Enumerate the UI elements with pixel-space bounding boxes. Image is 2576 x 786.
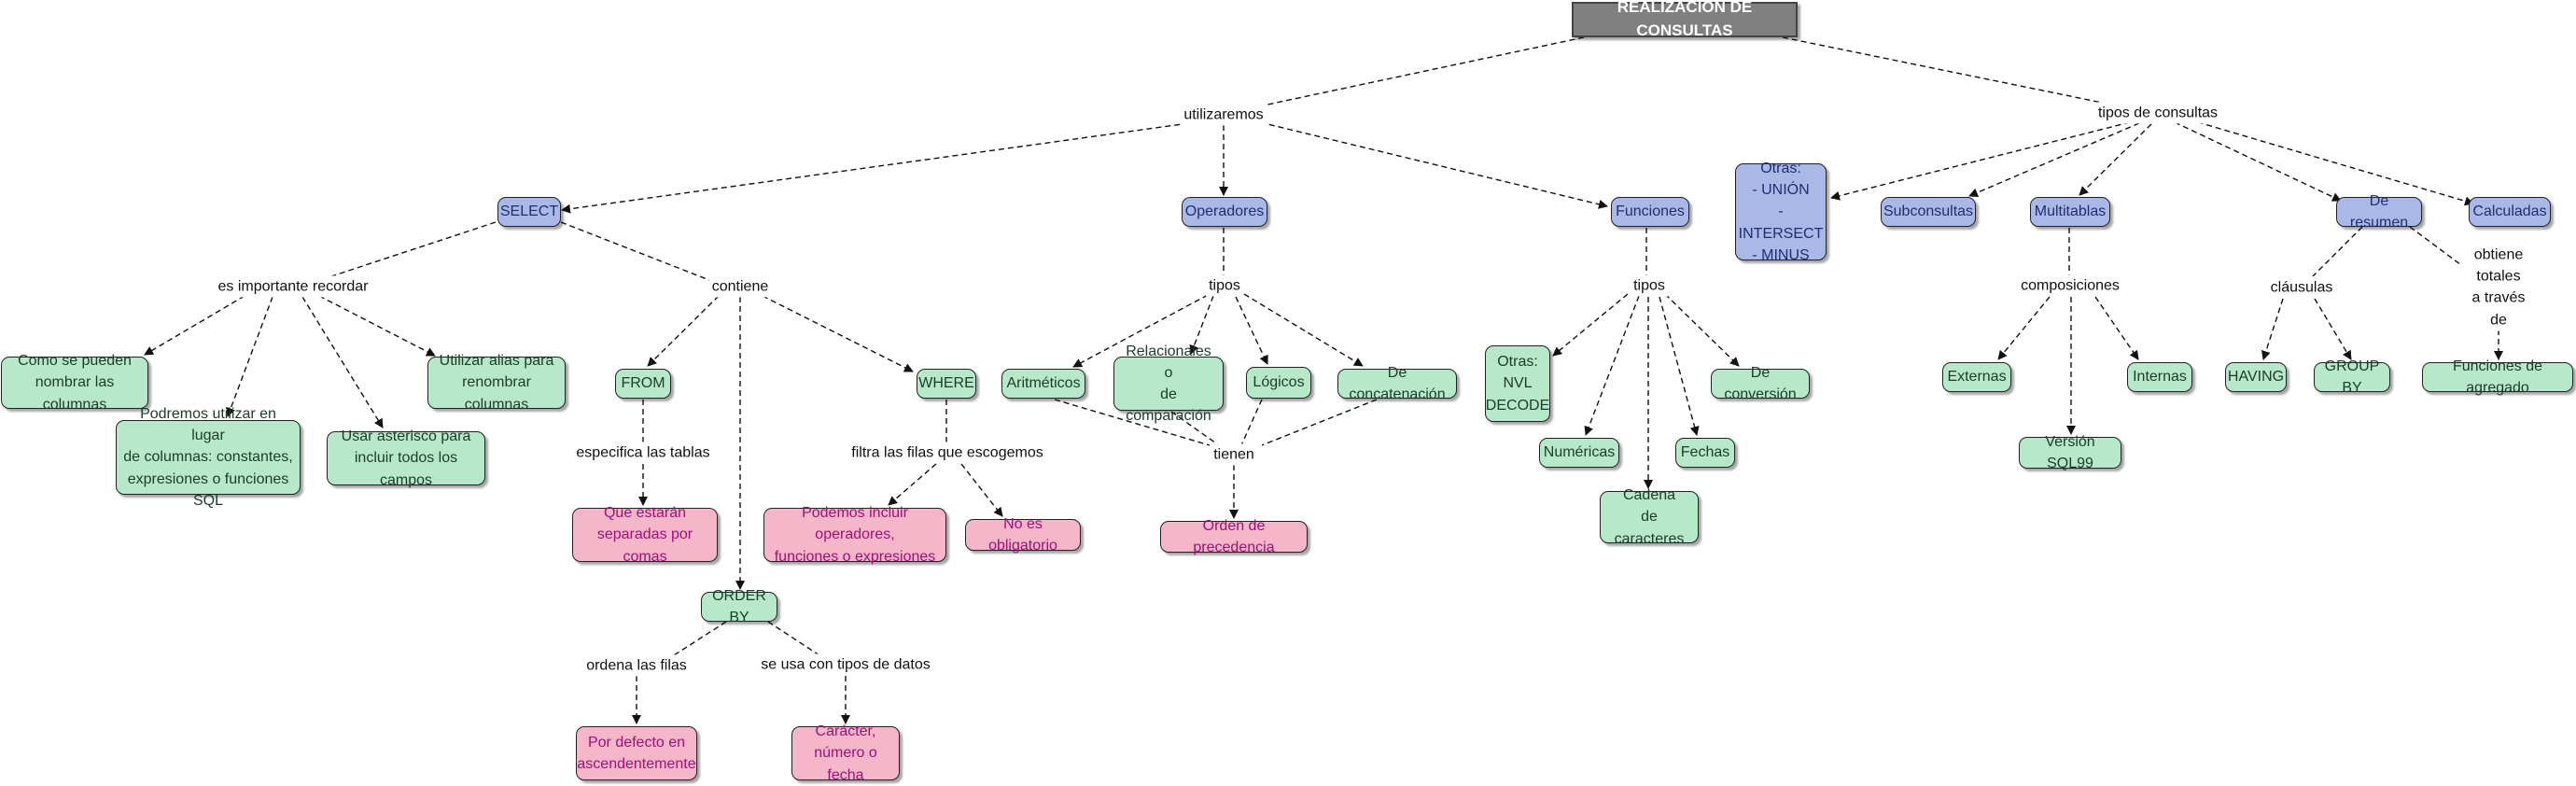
connector-line [301, 296, 384, 428]
connector-line [2079, 123, 2152, 196]
fechas-node[interactable]: Fechas [1675, 438, 1735, 468]
connector-line [1584, 295, 1640, 436]
podremos-utilizar-node[interactable]: Podremos utilizar en lugar de columnas: … [116, 406, 301, 509]
label-utilizaremos: utilizaremos [1181, 104, 1267, 126]
como-nombrar-node[interactable]: Como se pueden nombrar las columnas [1, 353, 148, 413]
cadena-node[interactable]: Cadena de caracteres [1600, 487, 1699, 547]
connector-line [1782, 36, 2112, 105]
label-tipos-consultas: tipos de consultas [2094, 102, 2221, 124]
connector-line [2409, 226, 2472, 274]
connector-line [1261, 399, 1378, 446]
group-by-node[interactable]: GROUP BY [2314, 358, 2390, 396]
internas-node[interactable]: Internas [2127, 362, 2192, 392]
utilizar-alias-node[interactable]: Utilizar alias para renombrar columnas [427, 353, 566, 413]
label-tipos-funciones: tipos [1631, 274, 1668, 297]
label-filtra-filas: filtra las filas que escogemos [848, 442, 1046, 464]
connector-line [2312, 226, 2363, 277]
label-tipos-operadores: tipos [1206, 274, 1243, 297]
connector-line [318, 295, 436, 357]
label-tienen: tienen [1211, 443, 1257, 466]
connector-line [1072, 294, 1209, 368]
de-resumen-node[interactable]: De resumen [2336, 193, 2422, 231]
connector-line [888, 463, 937, 506]
relacionales-node[interactable]: Relacionales o de comparación [1113, 344, 1224, 424]
usar-asterisco-node[interactable]: Usar asterisco para incluir todos los ca… [327, 428, 485, 488]
otras-funciones-node[interactable]: Otras: NVL DECODE [1485, 345, 1550, 422]
connector-line [1830, 121, 2131, 201]
connector-line [1659, 296, 1700, 436]
connector-line [2174, 121, 2342, 202]
connector-line [561, 122, 1190, 214]
connector-line [2314, 298, 2352, 360]
concatenacion-node[interactable]: De concatenación [1337, 365, 1457, 402]
connector-line [1259, 121, 1608, 209]
orden-precedencia-node[interactable]: Orden de precedencia [1160, 518, 1308, 555]
aritmeticos-node[interactable]: Aritméticos [1001, 369, 1085, 399]
connector-line [2094, 296, 2139, 360]
label-importante-recordar: es importante recordar [215, 275, 371, 298]
label-especifica-tablas: especifica las tablas [573, 442, 713, 464]
funciones-agregado-node[interactable]: Funciones de agregado [2422, 358, 2573, 396]
subconsultas-node[interactable]: Subconsultas [1881, 197, 1976, 227]
select-node[interactable]: SELECT [497, 197, 561, 227]
connector-line [1054, 399, 1211, 446]
connector-line [1968, 122, 2140, 198]
version-sql99-node[interactable]: Versión SQL99 [2019, 434, 2121, 471]
connector-line [1664, 293, 1740, 367]
connector-line [144, 295, 245, 356]
connector-line [1240, 399, 1263, 446]
connector-line [1267, 36, 1585, 105]
order-by-node[interactable]: ORDER BY [701, 588, 777, 625]
connector-line [1189, 295, 1214, 355]
logicos-node[interactable]: Lógicos [1246, 367, 1311, 399]
connector-line [673, 621, 727, 656]
connector-line [1235, 296, 1268, 365]
multitablas-node[interactable]: Multitablas [2030, 197, 2110, 227]
connector-line [647, 295, 720, 367]
otras-consultas-node[interactable]: Otras: - UNIÓN - INTERSECT - MINUS [1735, 161, 1827, 263]
label-contiene: contiene [708, 275, 772, 298]
podemos-incluir-node[interactable]: Podemos incluir operadores, funciones o … [763, 505, 946, 565]
connector-line [226, 296, 273, 417]
operadores-node[interactable]: Operadores [1182, 197, 1267, 227]
conversion-node[interactable]: De conversión [1711, 365, 1810, 402]
label-clausulas: cláusulas [2267, 276, 2336, 299]
connector-line [1552, 293, 1629, 357]
connector-line [2188, 119, 2474, 206]
connector-line [1997, 296, 2051, 360]
connector-line [960, 463, 1003, 517]
connector-line [762, 295, 914, 372]
por-defecto-node[interactable]: Por defecto en ascendentemente [576, 726, 697, 780]
externas-node[interactable]: Externas [1942, 362, 2011, 392]
connector-line [2261, 298, 2284, 360]
label-se-usa-con: se usa con tipos de datos [758, 653, 933, 676]
que-estaran-node[interactable]: Que estarán separadas por comas [572, 505, 718, 565]
connector-line [767, 621, 820, 656]
numericas-node[interactable]: Numéricas [1539, 438, 1619, 468]
calculadas-node[interactable]: Calculadas [2469, 197, 2551, 227]
label-ordena-filas: ordena las filas [583, 654, 690, 677]
title-node[interactable]: REALIZACIÓN DE CONSULTAS [1572, 0, 1798, 39]
connector-line [1170, 411, 1220, 446]
connector-line [560, 221, 710, 281]
funciones-node[interactable]: Funciones [1611, 197, 1689, 227]
caracter-node[interactable]: Carácter, número o fecha [791, 723, 900, 783]
label-obtiene-totales: obtiene totales a través de [2459, 244, 2538, 331]
no-obligatorio-node[interactable]: No es obligatorio [965, 516, 1081, 554]
having-node[interactable]: HAVING [2225, 362, 2287, 392]
connector-line [1243, 293, 1364, 367]
label-composiciones: composiciones [2018, 274, 2122, 297]
connector-line [319, 221, 497, 281]
from-node[interactable]: FROM [615, 369, 671, 399]
where-node[interactable]: WHERE [917, 369, 976, 399]
